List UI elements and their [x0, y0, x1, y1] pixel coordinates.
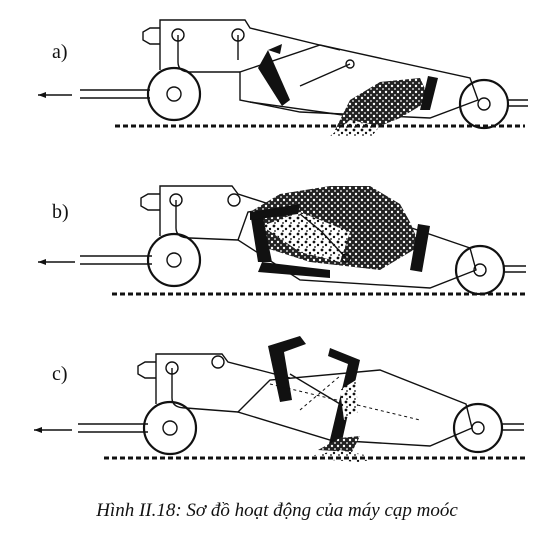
- panel-a-label: a): [52, 41, 68, 63]
- rear-wheel-c: [452, 402, 504, 454]
- front-wheel-b: [146, 232, 202, 288]
- figure-caption: Hình II.18: Sơ đồ hoạt động của máy cạp …: [96, 500, 458, 521]
- panel-b-label: b): [52, 201, 69, 223]
- soil-spread-c: [318, 436, 360, 452]
- panel-c: c): [34, 336, 525, 462]
- front-wheel-c: [142, 400, 198, 456]
- soil-load-a: [335, 78, 430, 130]
- bowl-a: [239, 44, 479, 119]
- panel-b: b): [38, 185, 526, 296]
- panel-c-label: c): [52, 363, 68, 385]
- rear-wheel-b: [454, 244, 506, 296]
- panel-a: a): [38, 19, 528, 136]
- raised-apron-c: [268, 336, 306, 402]
- front-wheel-a: [146, 66, 202, 122]
- rear-wheel-a: [458, 78, 510, 130]
